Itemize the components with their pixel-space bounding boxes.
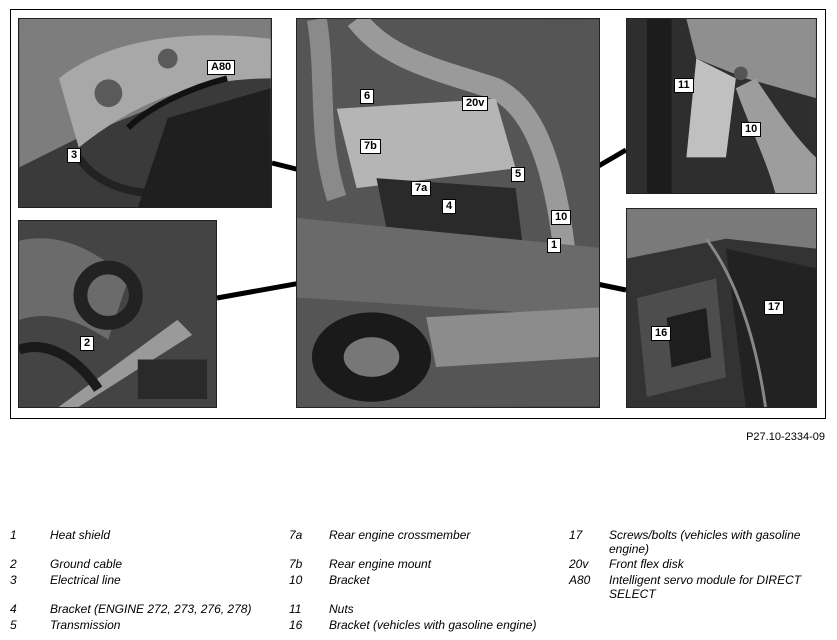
legend-row: 11 Nuts xyxy=(289,602,559,616)
legend-key: 11 xyxy=(289,602,302,616)
legend-key: A80 xyxy=(569,573,591,587)
legend-desc: Front flex disk xyxy=(609,557,684,571)
detail-photo-bottom-left-illustration xyxy=(19,221,216,407)
detail-photo-bottom-right xyxy=(626,208,817,408)
legend-key: 3 xyxy=(10,573,17,587)
detail-photo-bottom-right-illustration xyxy=(627,209,816,407)
legend-key: 16 xyxy=(289,618,303,632)
legend-key: 5 xyxy=(10,618,17,632)
legend-desc: Rear engine crossmember xyxy=(329,528,471,542)
callout-10-main: 10 xyxy=(551,210,572,225)
callout-16: 16 xyxy=(651,326,672,341)
legend-row: A80 Intelligent servo module for DIRECT … xyxy=(569,573,829,601)
legend-key: 20v xyxy=(569,557,589,571)
legend-key: 17 xyxy=(569,528,583,542)
callout-17: 17 xyxy=(764,300,785,315)
callout-20v: 20v xyxy=(462,96,489,111)
legend-row: 2 Ground cable xyxy=(10,557,280,571)
detail-photo-bottom-left xyxy=(18,220,217,408)
legend-row: 10 Bracket xyxy=(289,573,559,587)
legend-desc: Electrical line xyxy=(50,573,121,587)
legend-desc: Rear engine mount xyxy=(329,557,432,571)
legend-row: 7b Rear engine mount xyxy=(289,557,559,571)
legend-desc: Heat shield xyxy=(50,528,111,542)
detail-photo-top-right-illustration xyxy=(627,19,816,193)
legend-desc: Bracket (vehicles with gasoline engine) xyxy=(329,618,537,632)
legend-row: 16 Bracket (vehicles with gasoline engin… xyxy=(289,618,559,632)
callout-7b: 7b xyxy=(360,139,381,154)
legend-key: 7b xyxy=(289,557,303,571)
callout-a80: A80 xyxy=(207,60,236,75)
callout-7a: 7a xyxy=(411,181,432,196)
callout-3: 3 xyxy=(67,148,82,163)
legend-row: 17 Screws/bolts (vehicles with gasoline … xyxy=(569,528,829,556)
callout-1: 1 xyxy=(547,238,562,253)
legend-row: 7a Rear engine crossmember xyxy=(289,528,559,542)
legend-row: 20v Front flex disk xyxy=(569,557,829,571)
legend-row: 4 Bracket (ENGINE 272, 273, 276, 278) xyxy=(10,602,280,616)
legend-desc: Bracket xyxy=(329,573,370,587)
detail-photo-top-left xyxy=(18,18,272,208)
legend-desc: Intelligent servo module for DIRECT SELE… xyxy=(609,573,802,601)
legend-desc: Nuts xyxy=(329,602,354,616)
legend-key: 2 xyxy=(10,557,17,571)
detail-photo-top-right xyxy=(626,18,817,194)
legend-key: 10 xyxy=(289,573,303,587)
callout-11: 11 xyxy=(674,78,694,93)
legend-row: 1 Heat shield xyxy=(10,528,280,542)
legend-desc: Transmission xyxy=(50,618,121,632)
legend-desc: Ground cable xyxy=(50,557,123,571)
figure-id: P27.10-2334-09 xyxy=(746,431,825,443)
legend-row: 5 Transmission xyxy=(10,618,280,632)
callout-4: 4 xyxy=(442,199,457,214)
legend-key: 4 xyxy=(10,602,17,616)
callout-2: 2 xyxy=(80,336,95,351)
legend-row: 3 Electrical line xyxy=(10,573,280,587)
callout-10-detail: 10 xyxy=(741,122,762,137)
legend-key: 1 xyxy=(10,528,17,542)
callout-6: 6 xyxy=(360,89,375,104)
legend-desc: Bracket (ENGINE 272, 273, 276, 278) xyxy=(50,602,252,616)
callout-5: 5 xyxy=(511,167,526,182)
detail-photo-top-left-illustration xyxy=(19,19,271,207)
legend-desc: Screws/bolts (vehicles with gasoline eng… xyxy=(609,528,801,556)
legend-key: 7a xyxy=(289,528,303,542)
